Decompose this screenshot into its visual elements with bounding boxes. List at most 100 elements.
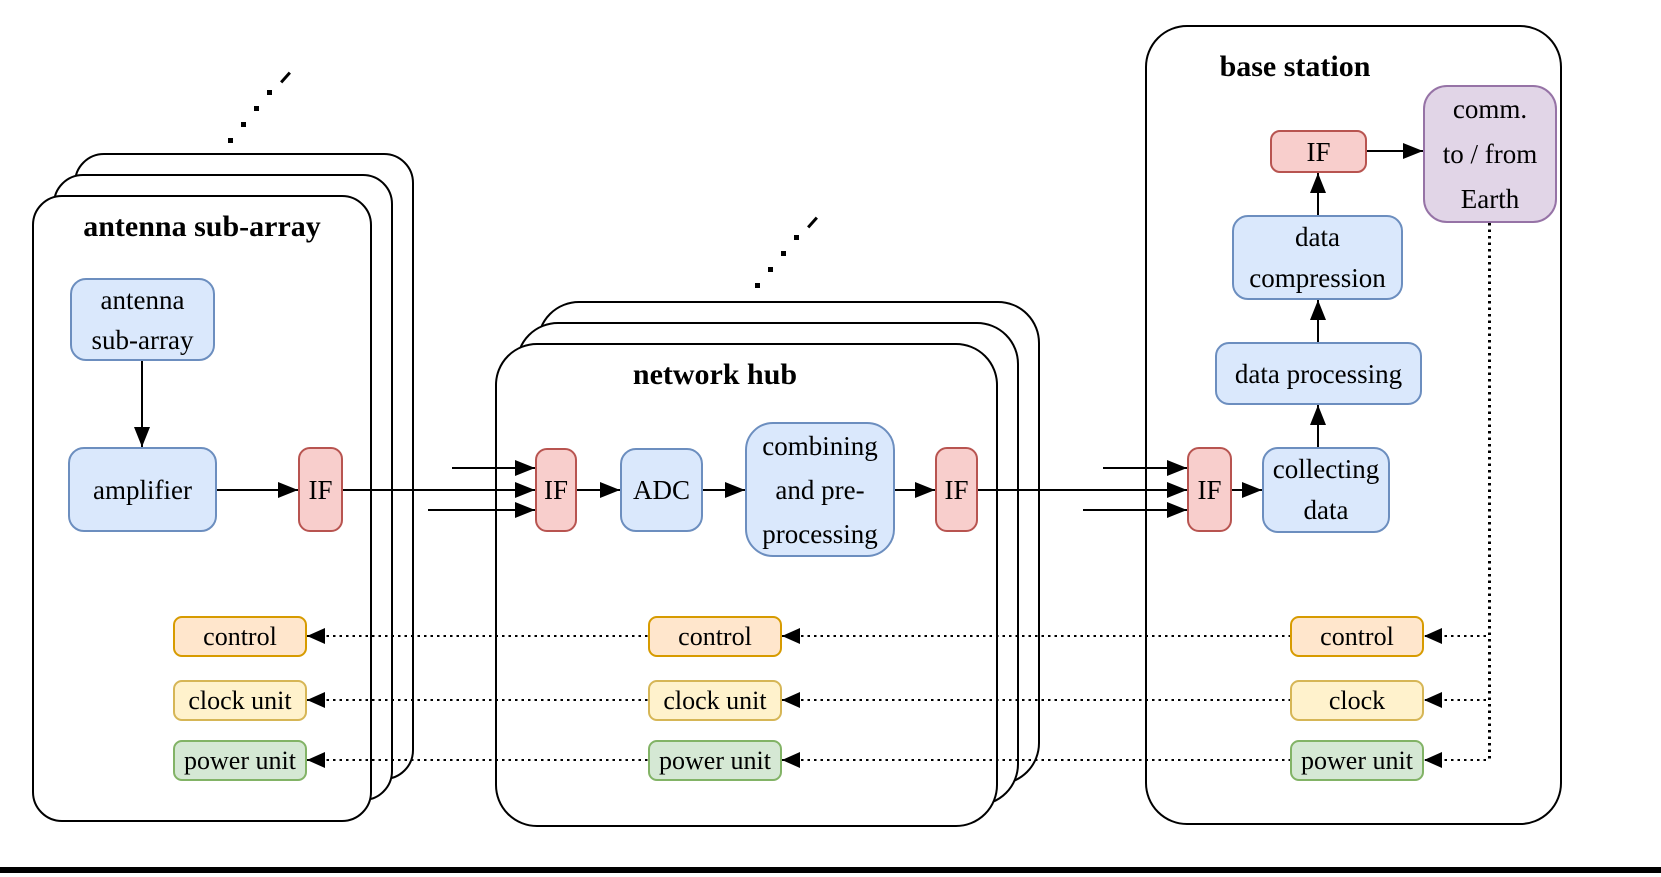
clock-unit-box-hub: clock unit xyxy=(648,680,782,721)
base-in-stub-bottom-arrow xyxy=(1083,508,1187,512)
hub-stack-ellipsis xyxy=(794,235,799,240)
if-box-base-in-label: IF xyxy=(1197,474,1222,505)
if-box-base-up: IF xyxy=(1270,130,1367,173)
clock-unit-box-antenna-label: clock unit xyxy=(188,685,292,715)
data-compression-box-label: data xyxy=(1295,221,1340,252)
control-box-base-label: control xyxy=(1320,621,1394,651)
data-processing-box: data processing xyxy=(1215,342,1422,405)
comm-earth-box-label: comm. xyxy=(1452,93,1528,124)
data-compression-box-label: compression xyxy=(1249,262,1386,293)
antenna-sub-array-container-title: antenna sub-array xyxy=(83,210,321,243)
hub-to-base-mid-arrow xyxy=(978,488,1187,492)
power-feedback-line-1-head xyxy=(782,752,800,768)
control-box-hub-label: control xyxy=(678,621,752,651)
clock-box-base-label: clock xyxy=(1328,685,1386,715)
hub-stack-ellipsis xyxy=(768,267,773,272)
hub-in-stub-top-arrow xyxy=(452,466,535,470)
clock-unit-box-antenna: clock unit xyxy=(173,680,307,721)
if-to-comm-earth-arrow-head xyxy=(1403,143,1423,159)
combining-box-label: processing xyxy=(762,518,878,549)
data-processing-box-label: data processing xyxy=(1234,358,1403,389)
clock-box-base: clock xyxy=(1290,680,1424,721)
adc-box: ADC xyxy=(620,448,703,532)
control-box-hub: control xyxy=(648,616,782,657)
compression-to-if-arrow-head xyxy=(1310,173,1326,193)
if-box-base-up-label: IF xyxy=(1306,136,1331,167)
collecting-data-box-label: collecting xyxy=(1272,454,1380,484)
amplifier-to-if-arrow xyxy=(217,488,298,492)
antenna-sub-array-box: antenna sub-array xyxy=(70,278,215,361)
antenna-stack-ellipsis-tick xyxy=(280,71,291,84)
comm-earth-box-label: Earth xyxy=(1460,183,1520,214)
hub-stack-ellipsis xyxy=(781,251,786,256)
antenna-stack-ellipsis xyxy=(254,106,259,111)
bottom-rule xyxy=(0,867,1661,873)
hub-stack-ellipsis xyxy=(755,283,760,288)
clock-feedback-line-1-head xyxy=(782,692,800,708)
control-feedback-line xyxy=(307,634,1490,638)
network-hub-container-title: network hub xyxy=(632,358,798,391)
clock-feedback-line-2-head xyxy=(1424,692,1442,708)
if-to-comm-earth-arrow xyxy=(1367,149,1423,153)
adc-to-combining-arrow xyxy=(703,488,745,492)
control-feedback-line-1-head xyxy=(782,628,800,644)
base-station-container-title: base station xyxy=(1219,50,1371,83)
control-box-antenna: control xyxy=(173,616,307,657)
clock-unit-box-hub-label: clock unit xyxy=(663,685,767,715)
combining-box-label: and pre- xyxy=(775,474,865,505)
if-to-collecting-arrow-head xyxy=(1242,482,1262,498)
comm-feedback-drop-line xyxy=(1488,223,1491,761)
comm-earth-box-label: to / from xyxy=(1442,138,1538,169)
power-unit-box-base-label: power unit xyxy=(1301,745,1413,775)
power-unit-box-base: power unit xyxy=(1290,740,1424,781)
amplifier-to-if-arrow-head xyxy=(278,482,298,498)
base-in-stub-top-arrow xyxy=(1103,466,1187,470)
if-box-antenna: IF xyxy=(298,447,343,532)
combining-box-label: combining xyxy=(762,430,878,461)
collecting-data-box-label: data xyxy=(1303,495,1349,525)
power-unit-box-hub: power unit xyxy=(648,740,782,781)
antenna-sub-array-box-label: antenna xyxy=(100,284,185,315)
adc-to-combining-arrow-head xyxy=(725,482,745,498)
antenna-to-amplifier-arrow xyxy=(140,361,144,447)
power-unit-box-hub-label: power unit xyxy=(659,745,771,775)
collecting-to-processing-arrow xyxy=(1316,405,1320,447)
hub-in-stub-bottom-arrow xyxy=(428,508,535,512)
antenna-stack-ellipsis xyxy=(267,90,272,95)
clock-feedback-line-0-head xyxy=(307,692,325,708)
hub-stack-ellipsis-tick xyxy=(807,216,818,229)
if-box-antenna-label: IF xyxy=(308,474,333,505)
processing-to-compression-arrow xyxy=(1316,300,1320,342)
if-to-adc-arrow-head xyxy=(600,482,620,498)
antenna-stack-ellipsis xyxy=(241,122,246,127)
if-box-hub-out-label: IF xyxy=(944,474,969,505)
amplifier-box: amplifier xyxy=(68,447,217,532)
power-feedback-line-0-head xyxy=(307,752,325,768)
if-box-hub-in-label: IF xyxy=(543,475,568,505)
adc-box-label: ADC xyxy=(632,475,690,505)
processing-to-compression-arrow-head xyxy=(1310,300,1326,320)
base-in-stub-bottom-arrow-head xyxy=(1167,502,1187,518)
compression-to-if-arrow xyxy=(1316,173,1320,215)
collecting-data-box: collecting data xyxy=(1262,447,1390,533)
if-box-base-in: IF xyxy=(1187,447,1232,532)
if-to-adc-arrow xyxy=(577,488,620,492)
hub-in-stub-top-arrow-head xyxy=(515,460,535,476)
if-box-hub-out: IF xyxy=(935,447,978,532)
power-unit-box-antenna-label: power unit xyxy=(184,745,296,775)
hub-to-base-mid-arrow-head xyxy=(1167,482,1187,498)
control-box-antenna-label: control xyxy=(203,621,277,651)
amplifier-box-label: amplifier xyxy=(93,474,192,505)
power-feedback-line xyxy=(307,758,1490,762)
antenna-sub-array-box-label: sub-array xyxy=(91,324,194,355)
clock-feedback-line xyxy=(307,698,1490,702)
control-feedback-line-0-head xyxy=(307,628,325,644)
antenna-stack-ellipsis xyxy=(228,138,233,143)
power-feedback-line-2-head xyxy=(1424,752,1442,768)
collecting-to-processing-arrow-head xyxy=(1310,405,1326,425)
if-to-hub-mid-arrow xyxy=(343,488,535,492)
control-box-base: control xyxy=(1290,616,1424,657)
data-compression-box: data compression xyxy=(1232,215,1403,300)
